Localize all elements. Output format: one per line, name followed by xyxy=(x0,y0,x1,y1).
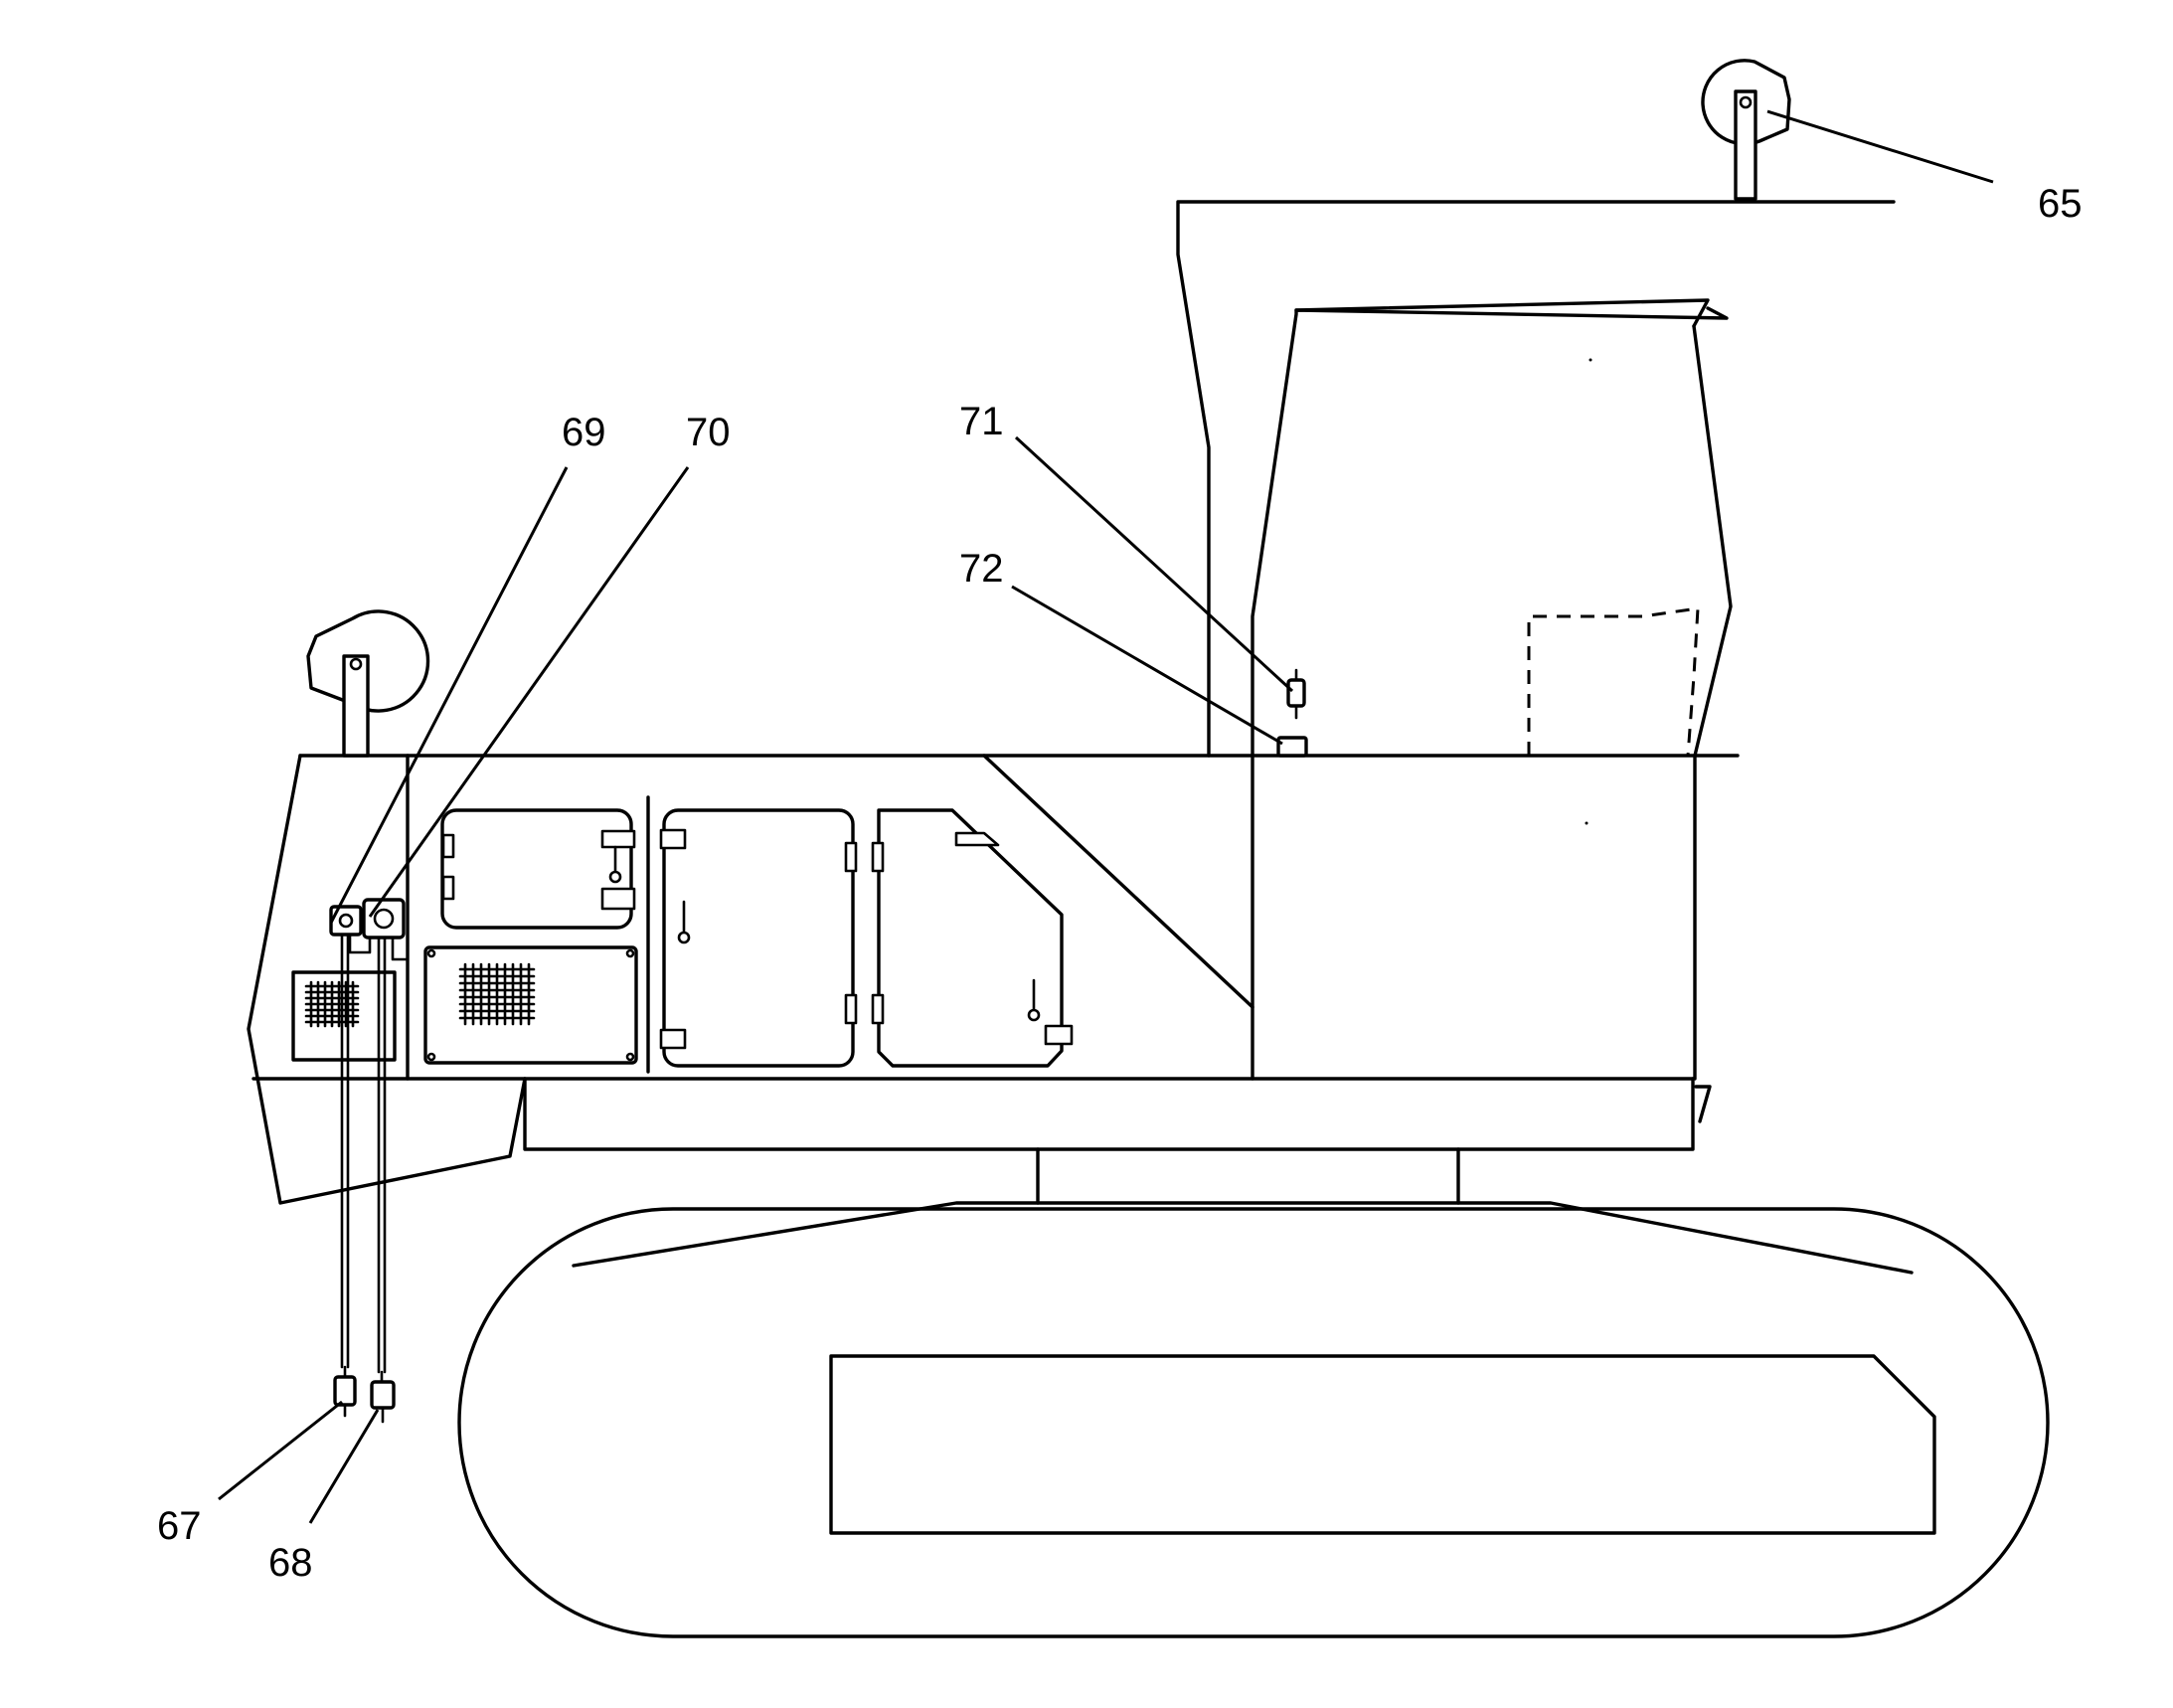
cab-window-left xyxy=(1251,306,1729,758)
rear-panel xyxy=(291,898,410,1374)
rear-grille-box xyxy=(291,970,397,1062)
leader-68 xyxy=(308,1409,380,1524)
rear-step xyxy=(1694,1085,1712,1123)
label-72: 72 xyxy=(959,547,1004,591)
beacon-65 xyxy=(1701,59,1791,201)
service-doors xyxy=(423,808,1074,1068)
socket-70 xyxy=(362,898,406,939)
rear-grille-vents xyxy=(304,980,360,1028)
door-right xyxy=(877,808,1064,1068)
operator-cab xyxy=(1176,200,1896,758)
cab-outline xyxy=(1176,200,1896,758)
label-70: 70 xyxy=(686,411,731,454)
cab-window-right xyxy=(1692,324,1733,758)
door-middle xyxy=(662,808,855,1068)
connector-72 xyxy=(1276,736,1308,758)
plug-67 xyxy=(333,1365,357,1418)
crawler-track xyxy=(457,1201,2050,1638)
label-67: 67 xyxy=(157,1504,202,1548)
reference-numerals: 65 67 68 69 70 71 72 xyxy=(157,182,2083,1585)
connector-71 xyxy=(1286,668,1306,720)
leader-71 xyxy=(1014,435,1294,693)
plug-68 xyxy=(370,1370,396,1424)
turntable xyxy=(1036,1147,1460,1205)
leader-69 xyxy=(329,466,569,924)
leader-67 xyxy=(218,1400,343,1501)
grille-vents xyxy=(458,962,536,1026)
frame-bottom xyxy=(523,1077,1695,1151)
label-65: 65 xyxy=(2038,182,2083,226)
leader-lines xyxy=(218,109,1994,1524)
label-69: 69 xyxy=(562,411,606,454)
door-upper-left xyxy=(440,808,633,930)
diagonal-brace xyxy=(982,754,1254,1009)
label-68: 68 xyxy=(268,1541,313,1585)
track-top-guard xyxy=(572,1201,1914,1275)
leader-70 xyxy=(368,466,690,918)
counterweight-outline xyxy=(247,754,527,1205)
cab-door-outline xyxy=(1527,606,1700,757)
leader-65 xyxy=(1766,109,1994,184)
beacon-left xyxy=(306,609,430,758)
label-71: 71 xyxy=(959,400,1004,443)
track-outline xyxy=(457,1207,2050,1638)
track-frame-panel xyxy=(829,1354,1936,1535)
upper-frame xyxy=(247,754,1740,1205)
leader-72 xyxy=(1011,585,1283,746)
grille-panel xyxy=(423,945,638,1065)
